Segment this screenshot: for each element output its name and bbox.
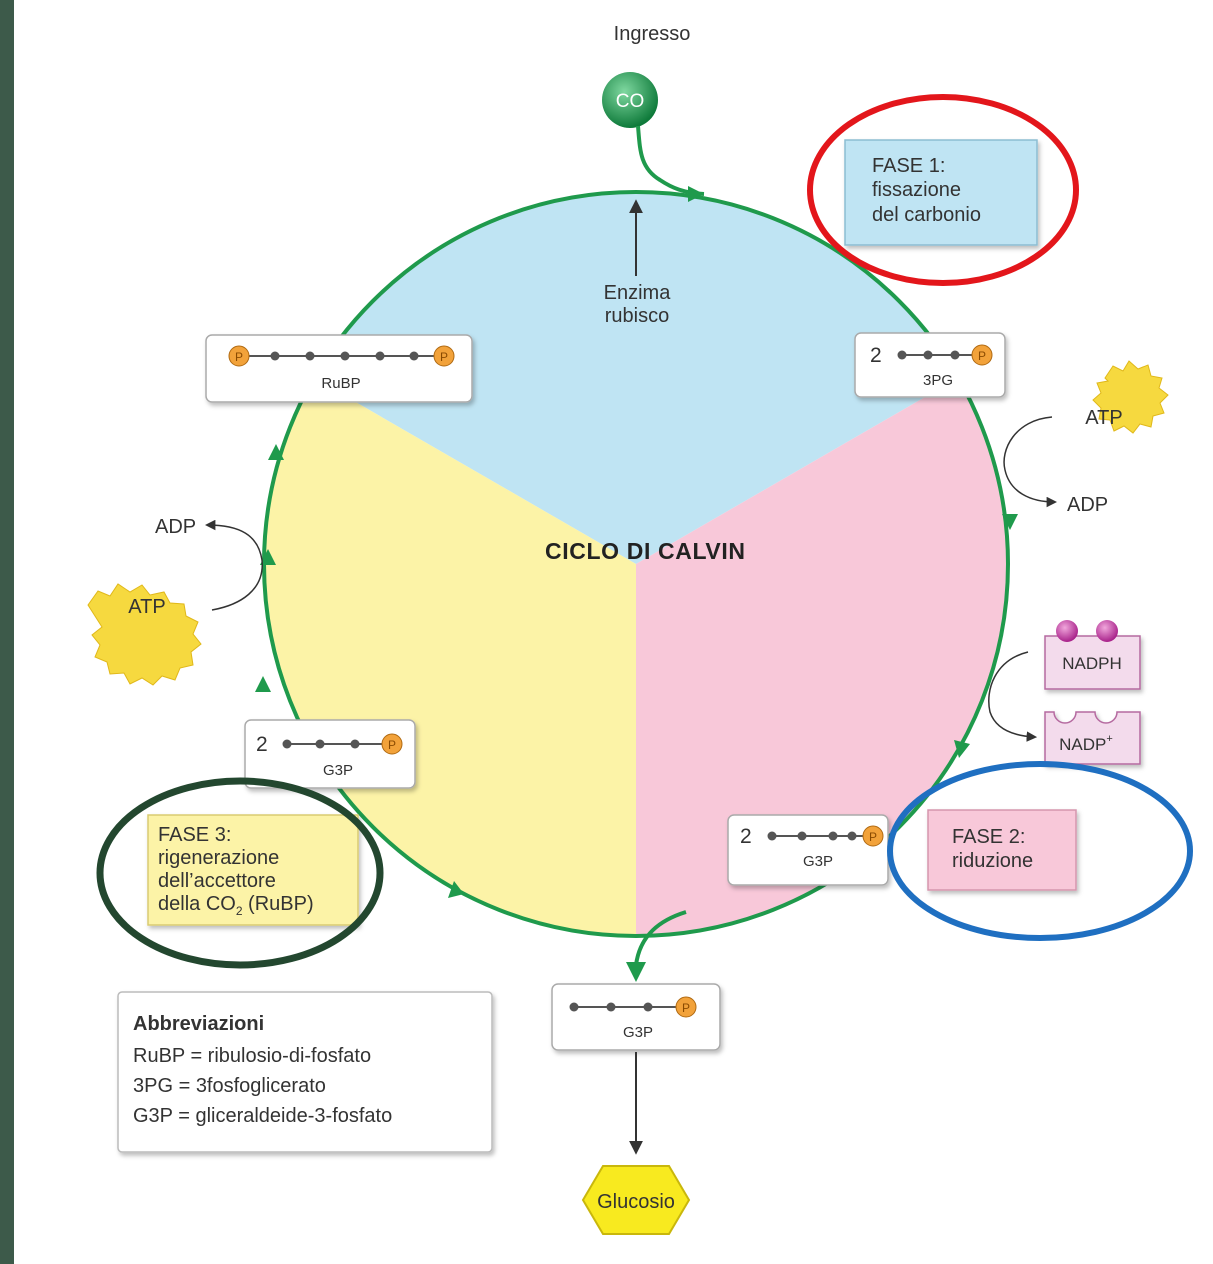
abbreviation-item: G3P = gliceraldeide-3-fosfato <box>133 1105 392 1127</box>
svg-text:P: P <box>869 830 877 844</box>
phase1-line2: fissazione <box>872 179 961 201</box>
phase1-line1: FASE 1: <box>872 155 945 177</box>
3pg-molecule: 2 P 3PG <box>854 332 1006 398</box>
phase3-line1: FASE 3: <box>158 824 231 846</box>
diagram-title: CICLO DI CALVIN <box>545 538 745 564</box>
phase3-sector <box>264 378 636 936</box>
atp-adp-left-arrow <box>204 519 263 611</box>
rubp-molecule: P P RuBP <box>205 334 473 403</box>
svg-text:P: P <box>440 350 448 364</box>
abbreviations-box <box>117 991 493 1153</box>
co2-entry-path <box>636 125 705 196</box>
g3p-left-label: G3P <box>323 762 353 779</box>
nadph-arrow <box>988 651 1038 742</box>
phase3-line3: dell’accettore <box>158 870 276 892</box>
phase3-line2: rigenerazione <box>158 847 279 869</box>
abbreviation-item: 3PG = 3fosfoglicerato <box>133 1075 326 1097</box>
co2-molecule <box>602 72 658 128</box>
atp-burst-right <box>1092 360 1169 434</box>
phase2-sector <box>636 378 1008 936</box>
adp-left-label: ADP <box>155 516 196 538</box>
svg-text:2: 2 <box>870 344 882 367</box>
nadph-molecule: NADPH <box>1044 620 1141 690</box>
svg-text:2: 2 <box>740 825 752 848</box>
co2-label: CO <box>616 91 645 112</box>
phase1-sector-left <box>314 192 636 564</box>
phase2-line2: riduzione <box>952 850 1033 872</box>
enzyme-line1: Enzima <box>604 282 672 304</box>
phase2-line1: FASE 2: <box>952 826 1025 848</box>
svg-text:2: 2 <box>256 733 268 756</box>
atp-right-label: ATP <box>1085 407 1122 429</box>
svg-text:P: P <box>682 1001 690 1015</box>
g3p-left-molecule: 2 P G3P <box>244 719 416 789</box>
phase3-box <box>147 814 359 926</box>
output-branch-arrowhead <box>626 962 646 982</box>
annotation-circle-blue <box>887 761 1193 941</box>
g3p-output-molecule: P G3P <box>551 983 721 1051</box>
atp-adp-right-arrow <box>1003 416 1058 508</box>
g3p-right-label: G3P <box>803 853 833 870</box>
glucose-label: Glucosio <box>597 1191 675 1213</box>
nadp-molecule: NADP+ <box>1044 711 1141 765</box>
abbreviation-item: RuBP = ribulosio-di-fosfato <box>133 1045 371 1067</box>
svg-text:P: P <box>388 738 396 752</box>
nadp-label: NADP+ <box>1059 733 1113 754</box>
enzyme-line2: rubisco <box>605 305 669 327</box>
phase1-sector-right <box>636 192 958 564</box>
phase2-box <box>927 809 1077 891</box>
input-label: Ingresso <box>614 23 691 45</box>
atp-burst-left <box>87 583 202 686</box>
3pg-label: 3PG <box>923 372 953 389</box>
phase3-line4: della CO2 (RuBP) <box>158 893 314 918</box>
phase1-box <box>844 139 1038 246</box>
adp-right-label: ADP <box>1067 494 1108 516</box>
annotation-circle-green <box>96 777 384 969</box>
rubp-label: RuBP <box>321 375 360 392</box>
svg-text:P: P <box>978 349 986 363</box>
output-branch <box>634 910 687 966</box>
cycle-sectors <box>264 192 1008 936</box>
nadph-label: NADPH <box>1062 654 1122 673</box>
g3p-right-molecule: 2 P G3P <box>727 814 889 886</box>
glucose-hexagon <box>581 1165 691 1235</box>
svg-text:P: P <box>235 350 243 364</box>
phase1-line3: del carbonio <box>872 204 981 226</box>
abbreviations-title: Abbreviazioni <box>133 1013 264 1035</box>
atp-left-label: ATP <box>128 596 165 618</box>
g3p-output-label: G3P <box>623 1024 653 1041</box>
annotation-circle-red <box>807 94 1079 286</box>
